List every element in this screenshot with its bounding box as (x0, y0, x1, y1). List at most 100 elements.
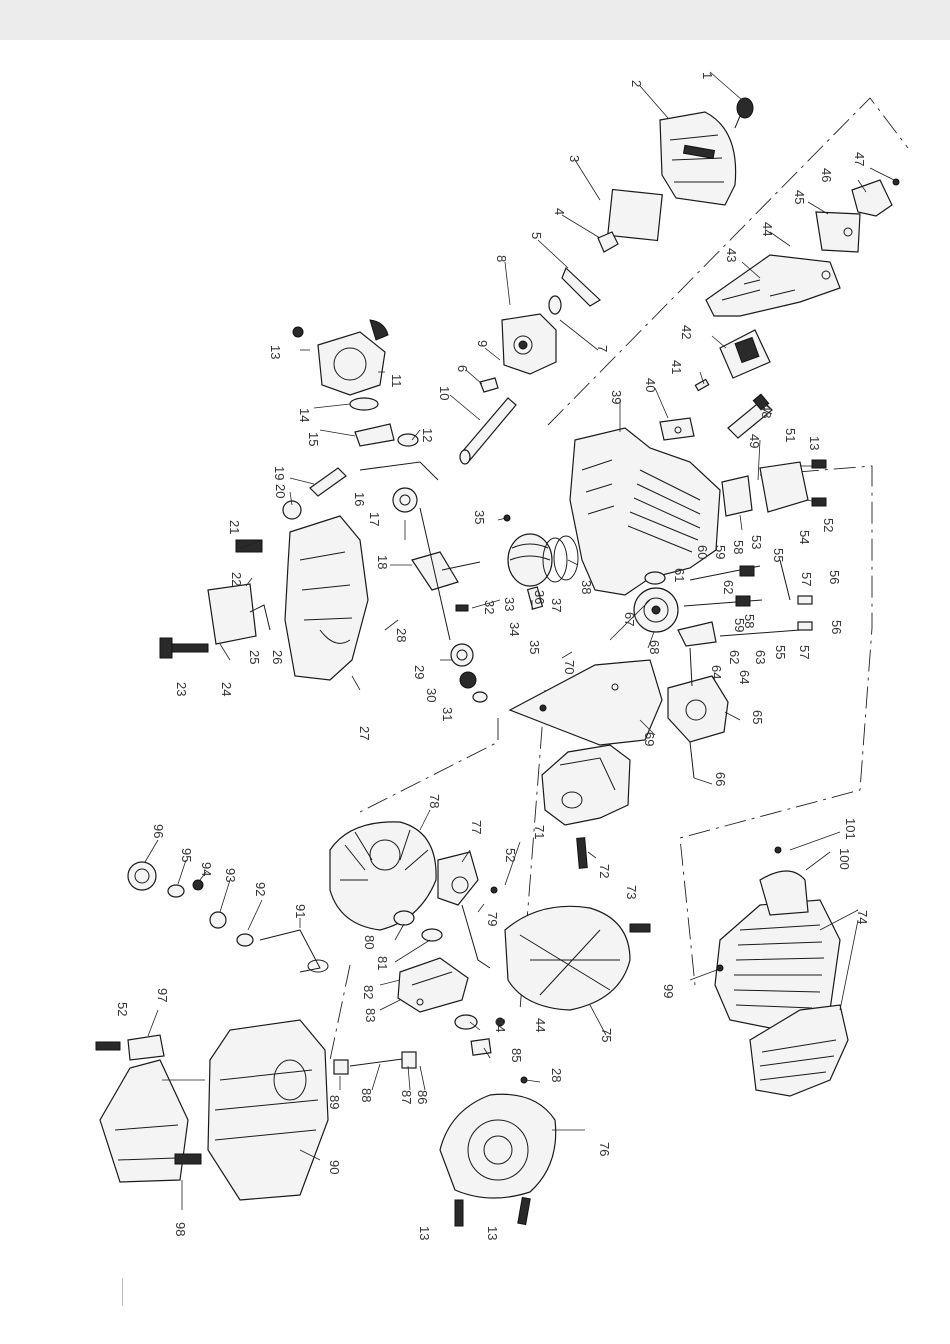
callout-10: 10 (437, 386, 452, 400)
callout-75: 75 (599, 1028, 614, 1042)
callout-40: 40 (643, 378, 658, 392)
callout-21: 21 (227, 520, 242, 534)
callout-90: 90 (327, 1160, 342, 1174)
washer-80 (393, 910, 415, 926)
callout-22: 22 (229, 572, 244, 586)
callout-23: 23 (174, 682, 189, 696)
bolt-72 (576, 837, 588, 869)
fuel-tank (541, 744, 631, 826)
callout-92: 92 (253, 882, 268, 896)
header-band (0, 0, 950, 40)
air-filter-element (607, 188, 663, 242)
callout-71: 71 (532, 825, 547, 839)
bottom-cover-plate (508, 659, 663, 746)
callout-35b: 35 (527, 640, 542, 654)
flywheel (329, 821, 437, 931)
shroud-cap (759, 870, 809, 916)
bolt-98 (174, 1153, 202, 1165)
washer-84 (454, 1014, 478, 1030)
choke-lever (561, 266, 601, 307)
crankcase (284, 515, 369, 681)
callout-44a: 44 (760, 222, 775, 236)
muffler-shield (99, 1059, 189, 1183)
callout-labels: 1 2 3 4 5 6 7 8 9 10 11 12 13 14 15 16 1… (115, 72, 870, 1240)
callout-31: 31 (440, 707, 455, 721)
callout-25: 25 (247, 650, 262, 664)
fan-housing (504, 905, 631, 1011)
bearing-29 (450, 643, 474, 667)
washer-81 (421, 928, 443, 942)
ignition-coil (437, 851, 479, 906)
callout-53: 53 (749, 535, 764, 549)
callout-16: 16 (352, 492, 367, 506)
callout-48: 48 (759, 404, 774, 418)
drive-shaft-tube (461, 397, 517, 461)
callout-24: 24 (219, 682, 234, 696)
callout-35a: 35 (472, 510, 487, 524)
callout-13b: 13 (807, 436, 822, 450)
callout-94: 94 (199, 862, 214, 876)
callout-69: 69 (642, 732, 657, 746)
callout-83: 83 (363, 1008, 378, 1022)
callout-60: 60 (695, 545, 710, 559)
callout-13a: 13 (268, 345, 283, 359)
callout-27: 27 (357, 726, 372, 740)
handle-assembly (659, 178, 900, 441)
callout-82: 82 (361, 985, 376, 999)
rocker-arm (677, 621, 717, 647)
callout-55a: 55 (771, 548, 786, 562)
callout-41: 41 (669, 360, 684, 374)
gasket-40 (659, 417, 695, 441)
callout-57b: 57 (797, 645, 812, 659)
callout-20: 20 (273, 484, 288, 498)
callout-99: 99 (661, 984, 676, 998)
knob (736, 97, 754, 119)
callout-84: 84 (493, 1018, 508, 1032)
callout-86: 86 (415, 1090, 430, 1104)
callout-96: 96 (151, 824, 166, 838)
boundary-line-flywheel (329, 964, 351, 1061)
ratchet (354, 423, 395, 447)
starter-pulley (349, 397, 379, 411)
recoil-starter (317, 331, 386, 396)
clutch (397, 957, 469, 1013)
callout-97: 97 (155, 988, 170, 1002)
callout-17: 17 (367, 512, 382, 526)
callout-91: 91 (293, 904, 308, 918)
callout-45: 45 (792, 190, 807, 204)
callout-39: 39 (609, 390, 624, 404)
starter-assembly (159, 319, 488, 703)
footer-rule (122, 1278, 123, 1306)
crankshaft (411, 551, 459, 591)
callout-49: 49 (747, 434, 762, 448)
nut-85 (470, 1038, 492, 1056)
connector-tube (597, 231, 619, 253)
callout-59b: 59 (732, 618, 747, 632)
callout-30: 30 (424, 688, 439, 702)
piston (507, 533, 553, 587)
callout-19: 19 (272, 466, 287, 480)
lower-shroud (749, 1004, 849, 1097)
callout-65: 65 (750, 710, 765, 724)
nut-89 (333, 1059, 349, 1075)
callout-33: 33 (502, 597, 517, 611)
fan-cover-assembly (495, 846, 849, 1097)
carburetor (501, 313, 557, 375)
callout-64b: 64 (737, 670, 752, 684)
callout-29: 29 (412, 665, 427, 679)
group-boundaries (329, 97, 909, 1061)
callout-3: 3 (567, 155, 582, 162)
callout-28a: 28 (394, 628, 409, 642)
callout-80: 80 (362, 935, 377, 949)
callout-88: 88 (359, 1088, 374, 1102)
callout-2: 2 (629, 80, 644, 87)
callout-1: 1 (700, 72, 715, 79)
starter-cover (439, 1093, 557, 1199)
valve-train (633, 559, 813, 779)
callout-37: 37 (549, 598, 564, 612)
callout-85: 85 (509, 1048, 524, 1062)
leader-lines (144, 71, 895, 1210)
throttle-link (479, 377, 499, 393)
callout-38: 38 (579, 580, 594, 594)
cap-96 (127, 861, 157, 891)
